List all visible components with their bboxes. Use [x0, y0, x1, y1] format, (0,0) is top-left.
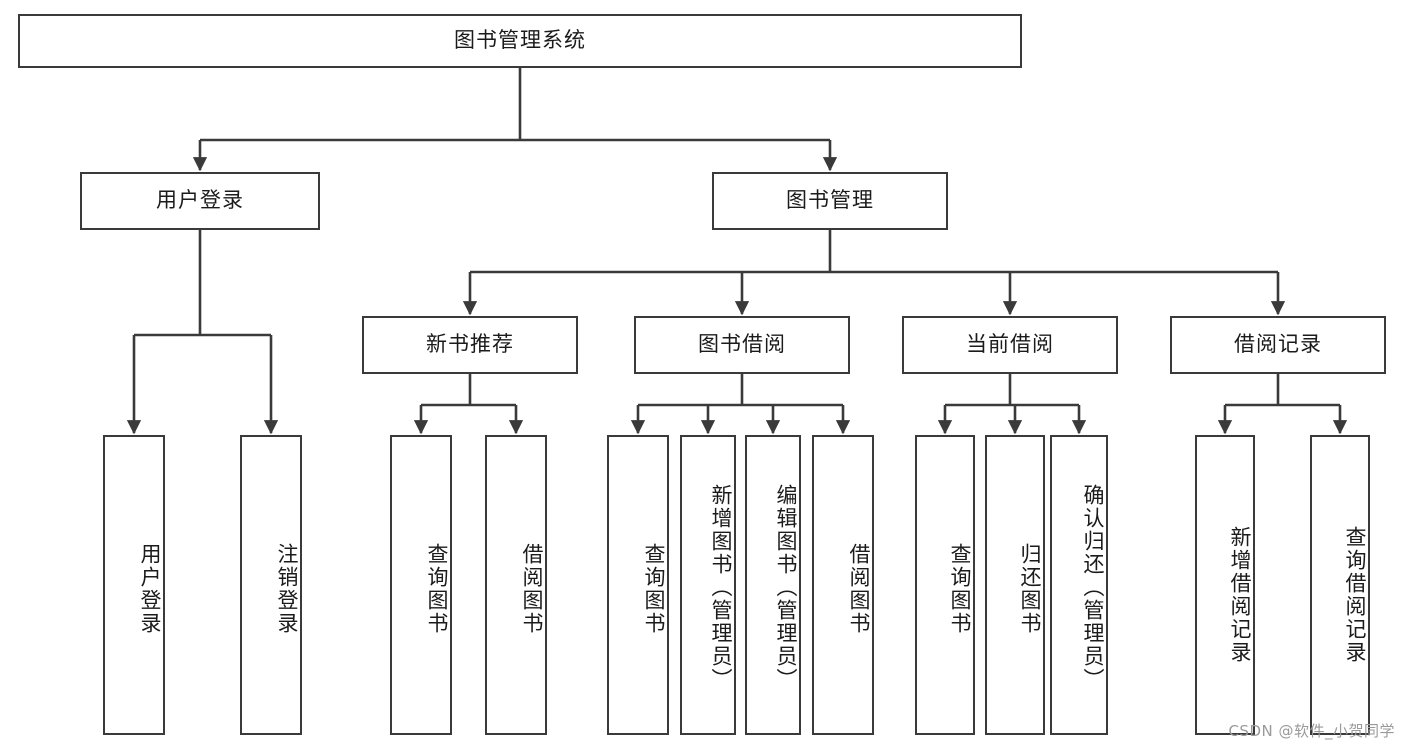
node-bb-query-book[interactable]: 查询图书	[607, 435, 669, 735]
node-bb-edit-book-admin-label: 编辑图书（管理员）	[774, 483, 798, 691]
node-root-label: 图书管理系统	[454, 28, 586, 53]
node-cb-query-book[interactable]: 查询图书	[915, 435, 975, 735]
node-nbr-borrow-book[interactable]: 借阅图书	[485, 435, 547, 735]
node-bb-add-book-admin-label: 新增图书（管理员）	[709, 483, 733, 691]
node-nbr-query-book-label: 查询图书	[425, 543, 449, 635]
node-bb-borrow-book[interactable]: 借阅图书	[812, 435, 874, 735]
node-borrow-record[interactable]: 借阅记录	[1170, 316, 1386, 374]
csdn-watermark: CSDN @软件_小贺同学	[1228, 722, 1395, 740]
node-cb-query-book-label: 查询图书	[948, 543, 972, 635]
node-bb-edit-book-admin[interactable]: 编辑图书（管理员）	[745, 435, 801, 735]
node-book-borrow[interactable]: 图书借阅	[634, 316, 850, 374]
node-br-add-record[interactable]: 新增借阅记录	[1195, 435, 1255, 735]
node-current-borrow[interactable]: 当前借阅	[902, 316, 1118, 374]
node-nbr-query-book[interactable]: 查询图书	[390, 435, 452, 735]
node-user-login-do[interactable]: 用户登录	[103, 435, 165, 735]
node-user-logout[interactable]: 注销登录	[240, 435, 302, 735]
node-br-query-record[interactable]: 查询借阅记录	[1310, 435, 1370, 735]
node-book-management-label: 图书管理	[786, 188, 874, 213]
node-br-query-record-label: 查询借阅记录	[1343, 526, 1367, 664]
node-new-book-recommend-label: 新书推荐	[426, 332, 514, 357]
node-cb-confirm-return-admin-label: 确认归还（管理员）	[1081, 483, 1105, 691]
node-root[interactable]: 图书管理系统	[18, 14, 1022, 68]
node-user-login[interactable]: 用户登录	[80, 172, 320, 230]
node-borrow-record-label: 借阅记录	[1234, 332, 1322, 357]
node-user-login-do-label: 用户登录	[138, 543, 162, 635]
node-user-logout-label: 注销登录	[275, 543, 299, 635]
node-book-management[interactable]: 图书管理	[712, 172, 948, 230]
node-bb-add-book-admin[interactable]: 新增图书（管理员）	[680, 435, 736, 735]
node-bb-borrow-book-label: 借阅图书	[847, 543, 871, 635]
node-new-book-recommend[interactable]: 新书推荐	[362, 316, 578, 374]
node-cb-return-book[interactable]: 归还图书	[985, 435, 1045, 735]
node-nbr-borrow-book-label: 借阅图书	[520, 543, 544, 635]
node-cb-return-book-label: 归还图书	[1018, 543, 1042, 635]
node-user-login-label: 用户登录	[156, 188, 244, 213]
node-br-add-record-label: 新增借阅记录	[1228, 526, 1252, 664]
node-bb-query-book-label: 查询图书	[642, 543, 666, 635]
node-current-borrow-label: 当前借阅	[966, 332, 1054, 357]
node-book-borrow-label: 图书借阅	[698, 332, 786, 357]
node-cb-confirm-return-admin[interactable]: 确认归还（管理员）	[1050, 435, 1108, 735]
